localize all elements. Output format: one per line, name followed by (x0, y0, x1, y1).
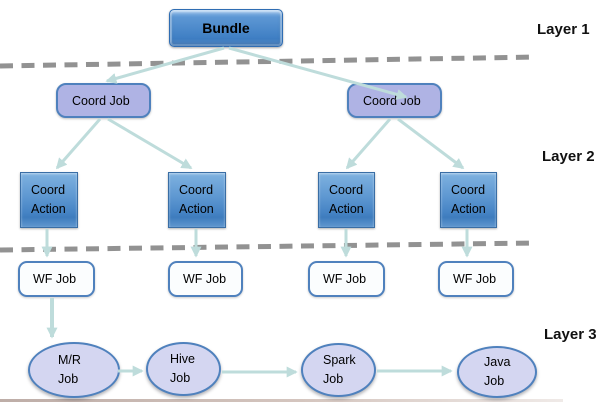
node-coord-action-4-line1: Coord (451, 183, 486, 197)
node-bundle-label: Bundle (202, 20, 250, 36)
layer-2-label: Layer 2 (542, 148, 595, 165)
arrow-coord-job-right-to-action-4 (397, 117, 465, 170)
node-coord-job-right-label: Coord Job (363, 93, 421, 108)
node-coord-action-4-line2: Action (451, 202, 486, 216)
node-coord-action-2-line2: Action (179, 202, 214, 216)
node-spark-job: Spark Job (301, 343, 376, 397)
node-hive-job-line2: Job (170, 371, 191, 385)
node-hive-job-line1: Hive (170, 352, 196, 366)
layer-separator-2 (0, 240, 535, 253)
arrow-coord-job-left-to-action-2 (107, 117, 193, 170)
node-coord-action-3-line2: Action (329, 202, 364, 216)
node-wf-job-4: WF Job (438, 261, 514, 297)
arrow-bundle-to-coord-job-left (105, 46, 225, 84)
node-coord-action-4: Coord Action (440, 172, 497, 228)
node-coord-action-3-line1: Coord (329, 183, 364, 197)
node-coord-action-3: Coord Action (318, 172, 375, 228)
node-mr-job-line1: M/R (58, 353, 81, 367)
node-mr-job: M/R Job (28, 342, 120, 398)
node-spark-job-line2: Job (323, 372, 344, 386)
node-wf-job-3-label: WF Job (323, 272, 367, 286)
node-coord-job-left-label: Coord Job (72, 93, 130, 108)
node-coord-job-right: Coord Job (347, 83, 442, 118)
node-wf-job-3: WF Job (308, 261, 385, 297)
node-java-job-line2: Job (484, 374, 505, 388)
node-coord-action-1-line1: Coord (31, 183, 66, 197)
node-coord-action-1: Coord Action (20, 172, 78, 228)
node-coord-action-2: Coord Action (168, 172, 226, 228)
node-coord-action-1-line2: Action (31, 202, 66, 216)
node-wf-job-1: WF Job (18, 261, 95, 297)
node-wf-job-2-label: WF Job (183, 272, 227, 286)
image-bottom-edge (0, 399, 563, 402)
node-java-job: Java Job (457, 346, 537, 398)
arrow-coord-job-right-to-action-3 (345, 118, 392, 170)
node-mr-job-line2: Job (58, 372, 79, 386)
arrow-coord-job-left-to-action-1 (55, 118, 102, 170)
node-hive-job: Hive Job (146, 342, 221, 396)
node-wf-job-4-label: WF Job (453, 272, 497, 286)
node-spark-job-line1: Spark (323, 353, 356, 367)
layer-3-label: Layer 3 (544, 326, 597, 343)
node-coord-job-left: Coord Job (56, 83, 151, 118)
node-java-job-line1: Java (484, 355, 511, 369)
node-coord-action-2-line1: Coord (179, 183, 214, 197)
layer-1-label: Layer 1 (537, 21, 590, 38)
node-wf-job-1-label: WF Job (33, 272, 77, 286)
layer-separator-1 (0, 54, 538, 69)
node-wf-job-2: WF Job (168, 261, 243, 297)
node-bundle: Bundle (169, 9, 283, 47)
